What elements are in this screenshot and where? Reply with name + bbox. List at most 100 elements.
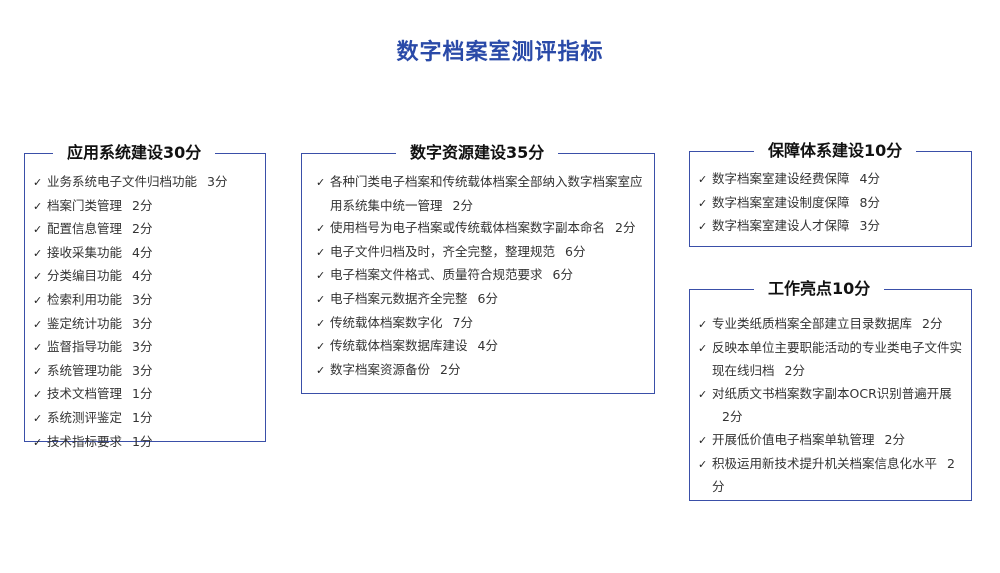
item-score: 3分	[132, 362, 153, 378]
item-score: 2分	[922, 316, 943, 331]
check-icon: ✓	[33, 176, 43, 189]
item-score: 3分	[207, 174, 228, 189]
section-heading: 保障体系建设10分	[768, 141, 903, 160]
item-text: 电子档案文件格式、质量符合规范要求	[330, 267, 543, 283]
item-score: 2分	[884, 431, 905, 447]
check-icon: ✓	[316, 316, 326, 330]
item-text: 传统载体档案数字化	[330, 314, 443, 330]
item-score: 3分	[132, 291, 153, 307]
check-icon: ✓	[698, 387, 708, 401]
item-text: 数字档案资源备份	[330, 361, 431, 377]
item-score: 2分	[722, 409, 743, 425]
check-icon: ✓	[316, 222, 326, 236]
list-item: ✓ 使用档号为电子档案或传统载体档案数字副本命名 2分	[316, 217, 644, 241]
item-score: 3分	[132, 315, 153, 331]
item-score: 4分	[859, 171, 880, 186]
list-item: ✓ 传统载体档案数字化 7分	[316, 312, 644, 336]
check-icon: ✓	[33, 388, 43, 402]
item-score: 6分	[565, 243, 586, 259]
check-icon: ✓	[316, 340, 326, 354]
item-score: 2分	[712, 455, 955, 495]
item-score: 2分	[615, 220, 636, 236]
list-item: ✓ 鉴定统计功能 3分	[33, 313, 259, 337]
check-icon: ✓	[33, 317, 43, 331]
list-item: ✓ 业务系统电子文件归档功能 3分	[33, 171, 259, 195]
item-text: 专业类纸质档案全部建立目录数据库	[712, 316, 913, 331]
item-text: 对纸质文书档案数字副本OCR识别普遍开展	[712, 385, 952, 401]
item-score: 2分	[784, 363, 805, 379]
check-icon: ✓	[698, 196, 708, 210]
item-text: 电子档案元数据齐全完整	[330, 290, 468, 306]
item-text: 电子文件归档及时，齐全完整，整理规范	[330, 243, 556, 259]
check-icon: ✓	[698, 173, 708, 186]
list-item: ✓ 接收采集功能 4分	[33, 242, 259, 266]
check-icon: ✓	[33, 435, 43, 449]
item-score: 1分	[132, 433, 153, 449]
item-text: 反映本单位主要职能活动的专业类电子文件实现在线归档	[712, 339, 963, 379]
item-text: 数字档案室建设制度保障	[712, 194, 850, 210]
check-icon: ✓	[316, 269, 326, 283]
check-icon: ✓	[698, 341, 708, 355]
item-score: 3分	[132, 339, 153, 355]
list-item: ✓ 对纸质文书档案数字副本OCR识别普遍开展 2分	[698, 383, 965, 429]
item-text: 各种门类电子档案和传统载体档案全部纳入数字档案室应用系统集中统一管理	[330, 174, 643, 213]
item-text: 技术文档管理	[47, 386, 123, 402]
check-icon: ✓	[316, 245, 326, 259]
item-score: 8分	[859, 194, 880, 210]
check-icon: ✓	[316, 176, 326, 189]
item-score: 4分	[132, 244, 153, 260]
item-text: 接收采集功能	[47, 244, 123, 260]
check-icon: ✓	[33, 246, 43, 260]
page-title: 数字档案室测评指标	[396, 40, 604, 65]
item-score: 1分	[132, 386, 153, 402]
item-score: 7分	[452, 314, 473, 330]
list-item: ✓ 数字档案室建设制度保障 8分	[698, 192, 965, 216]
check-icon: ✓	[698, 318, 708, 331]
item-text: 使用档号为电子档案或传统载体档案数字副本命名	[330, 220, 606, 236]
item-score: 6分	[477, 290, 498, 306]
item-score: 2分	[452, 197, 473, 213]
section-heading: 数字资源建设35分	[410, 143, 545, 162]
check-icon: ✓	[698, 457, 708, 471]
item-text: 系统管理功能	[47, 362, 123, 378]
item-text: 开展低价值电子档案单轨管理	[712, 431, 875, 447]
item-score: 6分	[552, 267, 573, 283]
check-icon: ✓	[698, 220, 708, 234]
item-score: 4分	[477, 338, 498, 354]
check-icon: ✓	[316, 292, 326, 306]
item-score: 3分	[859, 218, 880, 234]
list-item: ✓ 电子文件归档及时，齐全完整，整理规范 6分	[316, 241, 644, 265]
item-text: 积极运用新技术提升机关档案信息化水平	[712, 455, 938, 471]
check-icon: ✓	[33, 364, 43, 378]
item-text: 鉴定统计功能	[47, 315, 123, 331]
list-item: ✓ 数字档案室建设人才保障 3分	[698, 215, 965, 239]
list-item: ✓ 开展低价值电子档案单轨管理 2分	[698, 429, 965, 453]
item-text: 业务系统电子文件归档功能	[47, 174, 198, 189]
item-text: 配置信息管理	[47, 221, 123, 237]
check-icon: ✓	[33, 341, 43, 355]
item-score: 1分	[132, 409, 153, 425]
list-item: ✓ 系统管理功能 3分	[33, 360, 259, 384]
item-score: 2分	[440, 361, 461, 377]
list-item: ✓ 档案门类管理 2分	[33, 195, 259, 219]
section-heading: 应用系统建设30分	[67, 143, 202, 162]
item-text: 档案门类管理	[47, 197, 123, 213]
check-icon: ✓	[33, 199, 43, 213]
item-text: 数字档案室建设人才保障	[712, 218, 850, 234]
item-score: 2分	[132, 197, 153, 213]
item-score: 4分	[132, 268, 153, 284]
item-text: 系统测评鉴定	[47, 409, 123, 425]
list-item: ✓ 电子档案文件格式、质量符合规范要求 6分	[316, 264, 644, 288]
check-icon: ✓	[698, 433, 708, 447]
